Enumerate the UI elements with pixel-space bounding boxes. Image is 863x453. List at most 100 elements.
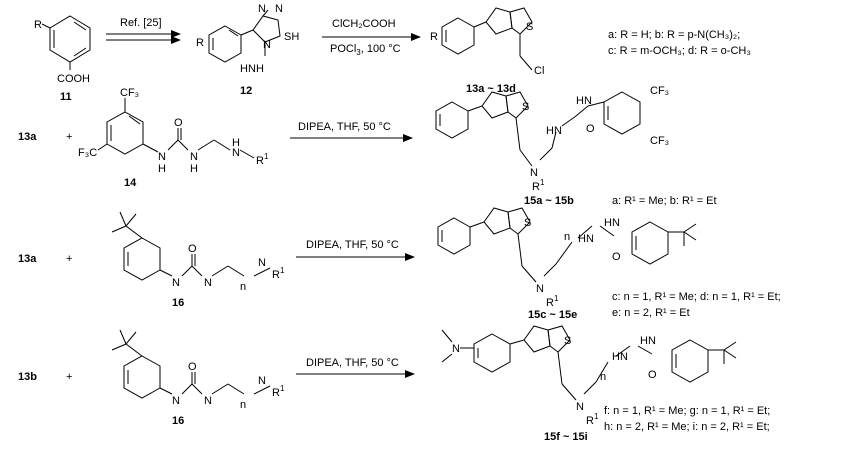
product-hn-left: HN [546, 125, 562, 137]
amine-n: N [232, 147, 240, 159]
nh2-label: NH [248, 63, 264, 75]
product-cf3-bottom: CF₃ [650, 135, 669, 147]
thiadiazole-s: S [564, 335, 571, 347]
reagent-o: O [188, 243, 197, 255]
plus-sign: + [66, 131, 72, 143]
row4-condition: DIPEA, THF, 50 °C [306, 357, 399, 369]
nme2-n: N [452, 343, 460, 355]
sh-label: SH [284, 31, 299, 43]
row2-condition: DIPEA, THF, 50 °C [298, 121, 391, 133]
product-r1: R1 [586, 412, 599, 427]
h-right: H [190, 163, 198, 175]
n-index: n [240, 281, 246, 293]
row3-reactants: 13a + N N O n N R1 16 [18, 211, 285, 309]
product-hn-right: HN [576, 95, 592, 107]
compound-15ab-label: 15a ~ 15b [524, 195, 574, 207]
start-13a: 13a [18, 131, 37, 143]
compound-11-label: 11 [60, 91, 72, 103]
row2-reactants: 13a + CF₃ F₃C N H O N H H N R1 14 [18, 87, 269, 189]
substituent-r: R [34, 19, 42, 31]
def-15e: e: n = 2, R¹ = Et [612, 307, 690, 319]
compound-15ce-label: 15c ~ 15e [528, 309, 577, 321]
compound-16-label: 16 [172, 297, 184, 309]
cf3-top: CF₃ [120, 87, 139, 99]
r1: R1 [272, 384, 285, 399]
step2-arrow: ClCH₂COOH POCl3, 100 °C [322, 18, 421, 57]
product-15ce: S N R1 n HN HN O 15c ~ 15e c: n = 1, R¹ … [437, 207, 781, 321]
def-15fg: f: n = 1, R¹ = Me; g: n = 1, R¹ = Et; [604, 405, 770, 417]
triazole-n: N [275, 3, 283, 15]
substituent-r: R [196, 37, 204, 49]
product-15ab: S N R1 HN HN O CF₃ CF₃ 15a ~ 15b a: R¹ =… [435, 85, 717, 207]
product-n: N [530, 167, 538, 179]
h-prefix: H [240, 63, 248, 75]
product-hn-left: HN [612, 351, 628, 363]
row3-condition: DIPEA, THF, 50 °C [306, 239, 399, 251]
cl-label: Cl [534, 65, 544, 77]
nh-left: N [158, 151, 166, 163]
step2-condition: POCl3, 100 °C [330, 43, 401, 57]
triazole-n: N [263, 39, 271, 51]
triazole-n: N [258, 3, 266, 15]
product-o: O [648, 369, 657, 381]
product-15fi: N S N R1 n HN HN O 15f ~ 15i f: n = 1, R… [441, 325, 770, 443]
thiadiazole-s: S [526, 21, 533, 33]
f3c-left: F₃C [78, 147, 97, 159]
substituent-r: R [430, 31, 438, 43]
amine-h: H [232, 137, 240, 149]
step2-reagent: ClCH₂COOH [332, 18, 396, 30]
reagent-nh-right: N [204, 395, 212, 407]
reagent-o: O [188, 361, 197, 373]
row4-reactants: 13b + N N O n N R1 16 [18, 329, 285, 427]
product-r1: R1 [532, 178, 545, 193]
r1: R1 [256, 152, 269, 167]
product-n: N [536, 283, 544, 295]
step1-arrow: Ref. [25] [106, 17, 181, 44]
product-13: R S Cl 13a ~ 13d [430, 7, 544, 95]
plus-sign: + [66, 371, 72, 383]
n-index: n [564, 231, 570, 243]
row4-arrow: DIPEA, THF, 50 °C [296, 357, 415, 378]
definitions-13: a: R = H; b: R = p-N(CH₃)₂; c: R = m-OCH… [608, 29, 751, 57]
product-hn-right: HN [640, 335, 656, 347]
product-cf3-top: CF₃ [650, 85, 669, 97]
compound-15fi-label: 15f ~ 15i [544, 431, 588, 443]
product-o: O [586, 123, 595, 135]
def-15cd: c: n = 1, R¹ = Me; d: n = 1, R¹ = Et; [612, 291, 781, 303]
product-hn-right: HN [604, 217, 620, 229]
thiadiazole-s: S [522, 101, 529, 113]
product-hn-left: HN [578, 233, 594, 245]
def-15ab: a: R¹ = Me; b: R¹ = Et [612, 195, 717, 207]
reagent-nh-left: N [172, 277, 180, 289]
r1: R1 [272, 266, 285, 281]
compound-11: R COOH 11 [34, 15, 91, 103]
compound-13-label: 13a ~ 13d [466, 83, 516, 95]
row3-arrow: DIPEA, THF, 50 °C [296, 239, 415, 261]
product-o: O [612, 251, 621, 263]
def-15hi: h: n = 2, R¹ = Me; i: n = 2, R¹ = Et; [604, 421, 770, 433]
product-r1: R1 [546, 294, 559, 309]
def-line1: a: R = H; b: R = p-N(CH₃)₂; [608, 29, 740, 41]
compound-12-label: 12 [240, 85, 252, 97]
reagent-nh-right: N [204, 277, 212, 289]
thiadiazole-s: S [524, 217, 531, 229]
amine-nh: N [258, 375, 266, 387]
nh-right: N [190, 151, 198, 163]
def-line2: c: R = m-OCH₃; d: R = o-CH₃ [608, 45, 751, 57]
product-n: N [576, 401, 584, 413]
row2-arrow: DIPEA, THF, 50 °C [290, 121, 413, 142]
cooh-label: COOH [57, 73, 90, 85]
n-index: n [240, 399, 246, 411]
n-index: n [600, 371, 606, 383]
plus-sign: + [66, 253, 72, 265]
step1-condition: Ref. [25] [120, 17, 162, 29]
amine-nh: N [258, 257, 266, 269]
compound-14-label: 14 [124, 177, 137, 189]
reagent-nh-left: N [172, 395, 180, 407]
compound-16-label: 16 [172, 415, 184, 427]
start-13a: 13a [18, 253, 37, 265]
h-left: H [158, 163, 166, 175]
compound-12: R N N N SH H NH 12 [196, 3, 299, 97]
start-13b: 13b [18, 371, 37, 383]
